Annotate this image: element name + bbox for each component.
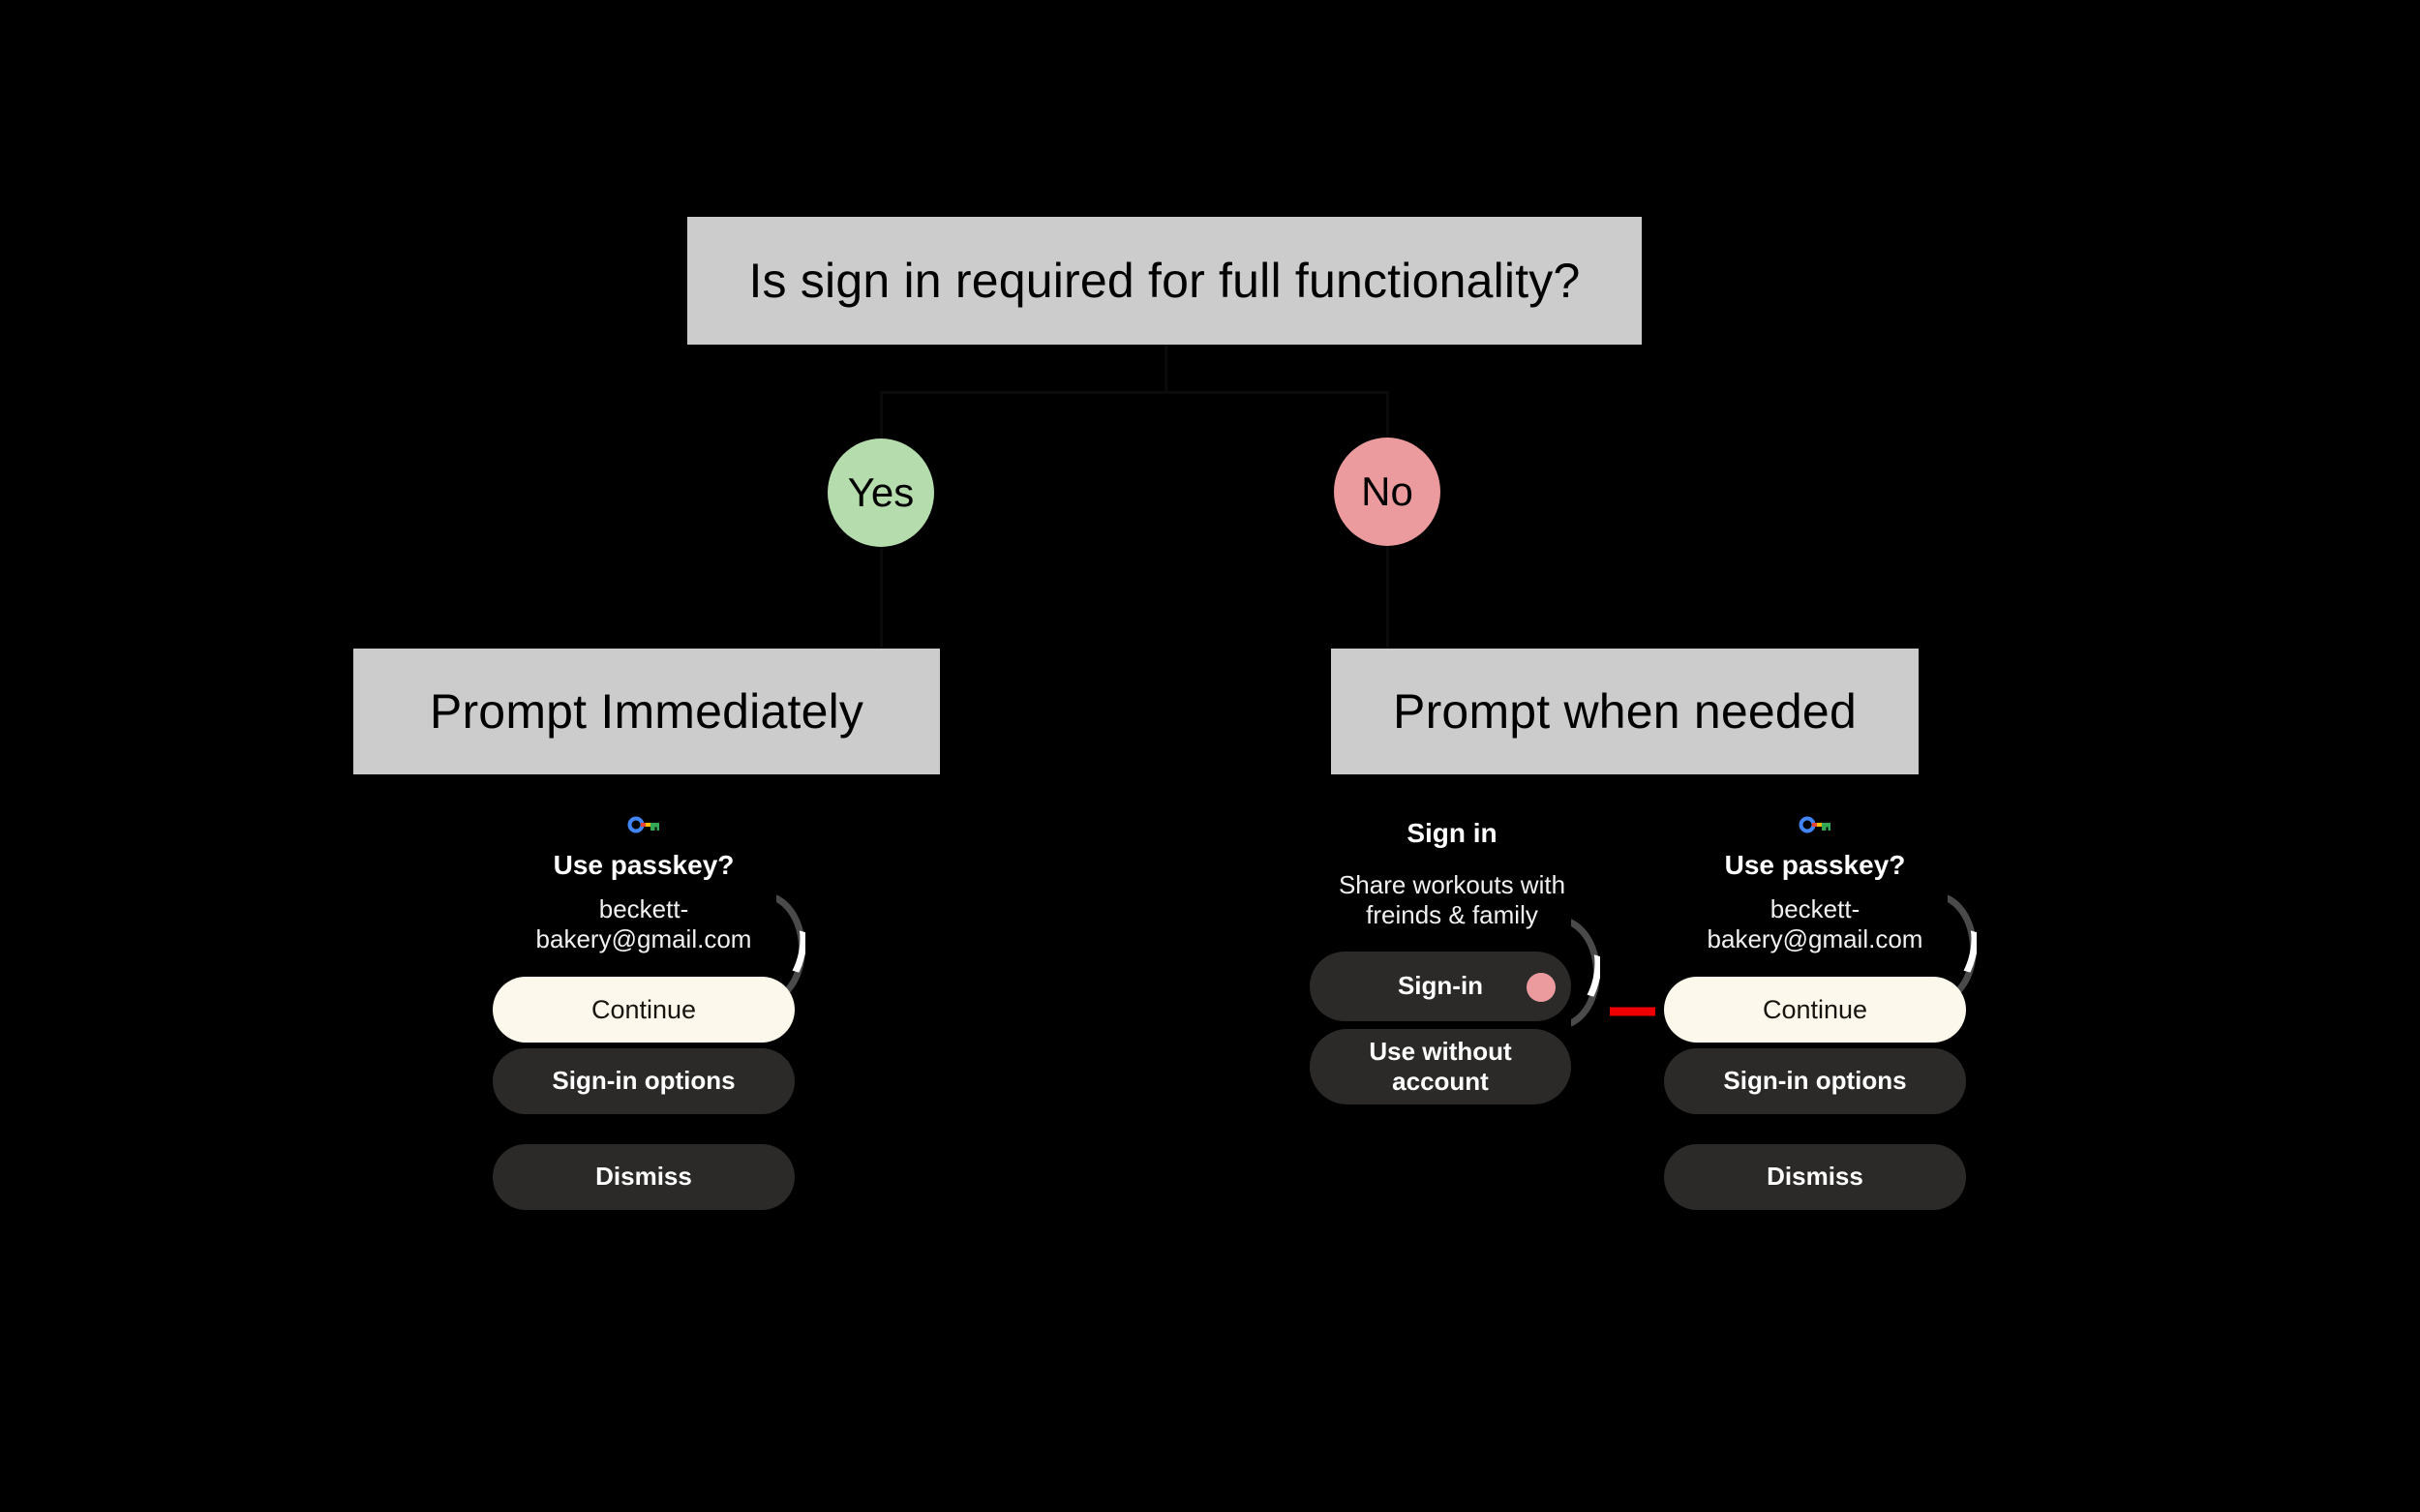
panel-middle-signin: Sign in Share workouts with freinds & fa… (1302, 818, 1602, 1205)
branch-label-yes: Yes (847, 469, 915, 515)
panel-middle-title-text: Sign in (1407, 818, 1497, 848)
branch-circle-yes: Yes (828, 438, 934, 547)
panel-left-passkey: Use passkey? beckett-bakery@gmail.com Co… (484, 803, 805, 1307)
scrollbar-middle-panel[interactable] (1571, 917, 1600, 1029)
button-continue-right[interactable]: Continue (1664, 977, 1966, 1043)
button-dismiss-left-label: Dismiss (595, 1162, 692, 1192)
branch-circle-no: No (1334, 438, 1440, 546)
button-dismiss-left[interactable]: Dismiss (493, 1144, 795, 1210)
connector-to-no-circle (1386, 391, 1389, 439)
google-passkey-icon (1799, 815, 1831, 834)
button-sign-in-options-left-label: Sign-in options (552, 1066, 736, 1096)
button-sign-in-middle-label: Sign-in (1397, 971, 1484, 1001)
panel-right-account-email: beckett-bakery@gmail.com (1707, 894, 1923, 954)
outcome-label-prompt-immediately: Prompt Immediately (429, 684, 864, 739)
button-dismiss-right[interactable]: Dismiss (1664, 1144, 1966, 1210)
sign-in-status-dot (1527, 973, 1556, 1002)
panel-right-title-text: Use passkey? (1724, 850, 1906, 880)
google-passkey-icon (627, 815, 660, 834)
button-sign-in-options-left[interactable]: Sign-in options (493, 1048, 795, 1114)
button-use-without-account-label: Use without account (1369, 1036, 1512, 1096)
button-continue-right-label: Continue (1762, 994, 1868, 1024)
panel-right-passkey: Use passkey? beckett-bakery@gmail.com Co… (1655, 803, 1977, 1307)
connector-to-yes-circle (880, 391, 883, 439)
panel-left-account-email: beckett-bakery@gmail.com (535, 894, 752, 954)
button-continue-left[interactable]: Continue (493, 977, 795, 1043)
panel-right-subtitle: beckett-bakery@gmail.com (1655, 894, 1975, 954)
connector-question-to-yes (1165, 345, 1167, 391)
connector-yes-to-outcome (880, 547, 883, 649)
outcome-box-prompt-immediately: Prompt Immediately (353, 649, 940, 774)
button-dismiss-right-label: Dismiss (1767, 1162, 1863, 1192)
connector-no-to-outcome (1386, 547, 1389, 649)
branch-label-no: No (1361, 469, 1413, 514)
button-sign-in-options-right-label: Sign-in options (1723, 1066, 1907, 1096)
panel-middle-title: Sign in (1302, 818, 1602, 849)
panel-right-title: Use passkey? (1655, 850, 1975, 881)
connector-horizontal-branch (880, 391, 1388, 394)
outcome-label-prompt-when-needed: Prompt when needed (1393, 684, 1857, 739)
panel-left-subtitle: beckett-bakery@gmail.com (484, 894, 803, 954)
button-sign-in-options-right[interactable]: Sign-in options (1664, 1048, 1966, 1114)
button-continue-left-label: Continue (590, 994, 697, 1024)
button-sign-in-middle[interactable]: Sign-in (1310, 952, 1571, 1021)
button-use-without-account[interactable]: Use without account (1310, 1029, 1571, 1104)
panel-left-title: Use passkey? (484, 850, 803, 881)
panel-middle-subtitle: Share workouts with freinds & family (1302, 870, 1602, 930)
decision-question-box: Is sign in required for full functionali… (687, 217, 1642, 345)
decision-question-label: Is sign in required for full functionali… (748, 254, 1581, 308)
outcome-box-prompt-when-needed: Prompt when needed (1331, 649, 1919, 774)
panel-left-title-text: Use passkey? (553, 850, 735, 880)
panel-middle-subtitle-text: Share workouts with freinds & family (1338, 870, 1566, 930)
